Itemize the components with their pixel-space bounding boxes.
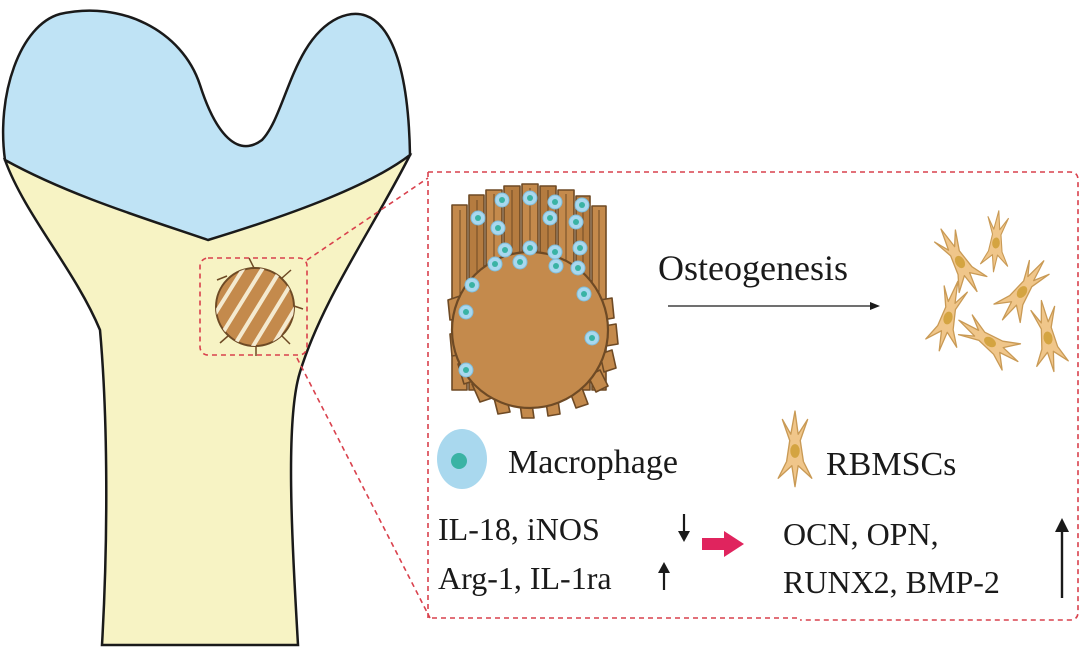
arrow-down-icon xyxy=(678,514,690,542)
zoom-callout xyxy=(199,171,1079,621)
rbmscs-label: RBMSCs xyxy=(826,446,957,483)
macrophage-markers-up: Arg-1, IL-1ra xyxy=(438,560,612,596)
arrow-up-icon xyxy=(658,562,670,590)
macrophage-label: Macrophage xyxy=(508,444,678,481)
macrophage-markers-down: IL-18, iNOS xyxy=(438,511,600,547)
bone-defect-scaffold xyxy=(215,257,304,356)
arrow-up-long-icon xyxy=(1055,518,1069,598)
osteogenesis-arrow xyxy=(668,302,880,310)
macrophage-legend-icon xyxy=(437,429,487,489)
rbmsc-legend-icon xyxy=(777,410,813,488)
osteo-markers-line2: RUNX2, BMP-2 xyxy=(783,564,1000,600)
cartilage-cap xyxy=(1,9,412,242)
osteo-markers-line1: OCN, OPN, xyxy=(783,516,939,552)
rbmsc-cluster xyxy=(923,209,1071,376)
osteogenesis-label: Osteogenesis xyxy=(658,248,848,288)
scaffold-cylinder xyxy=(447,183,619,419)
promote-arrow xyxy=(702,531,744,557)
